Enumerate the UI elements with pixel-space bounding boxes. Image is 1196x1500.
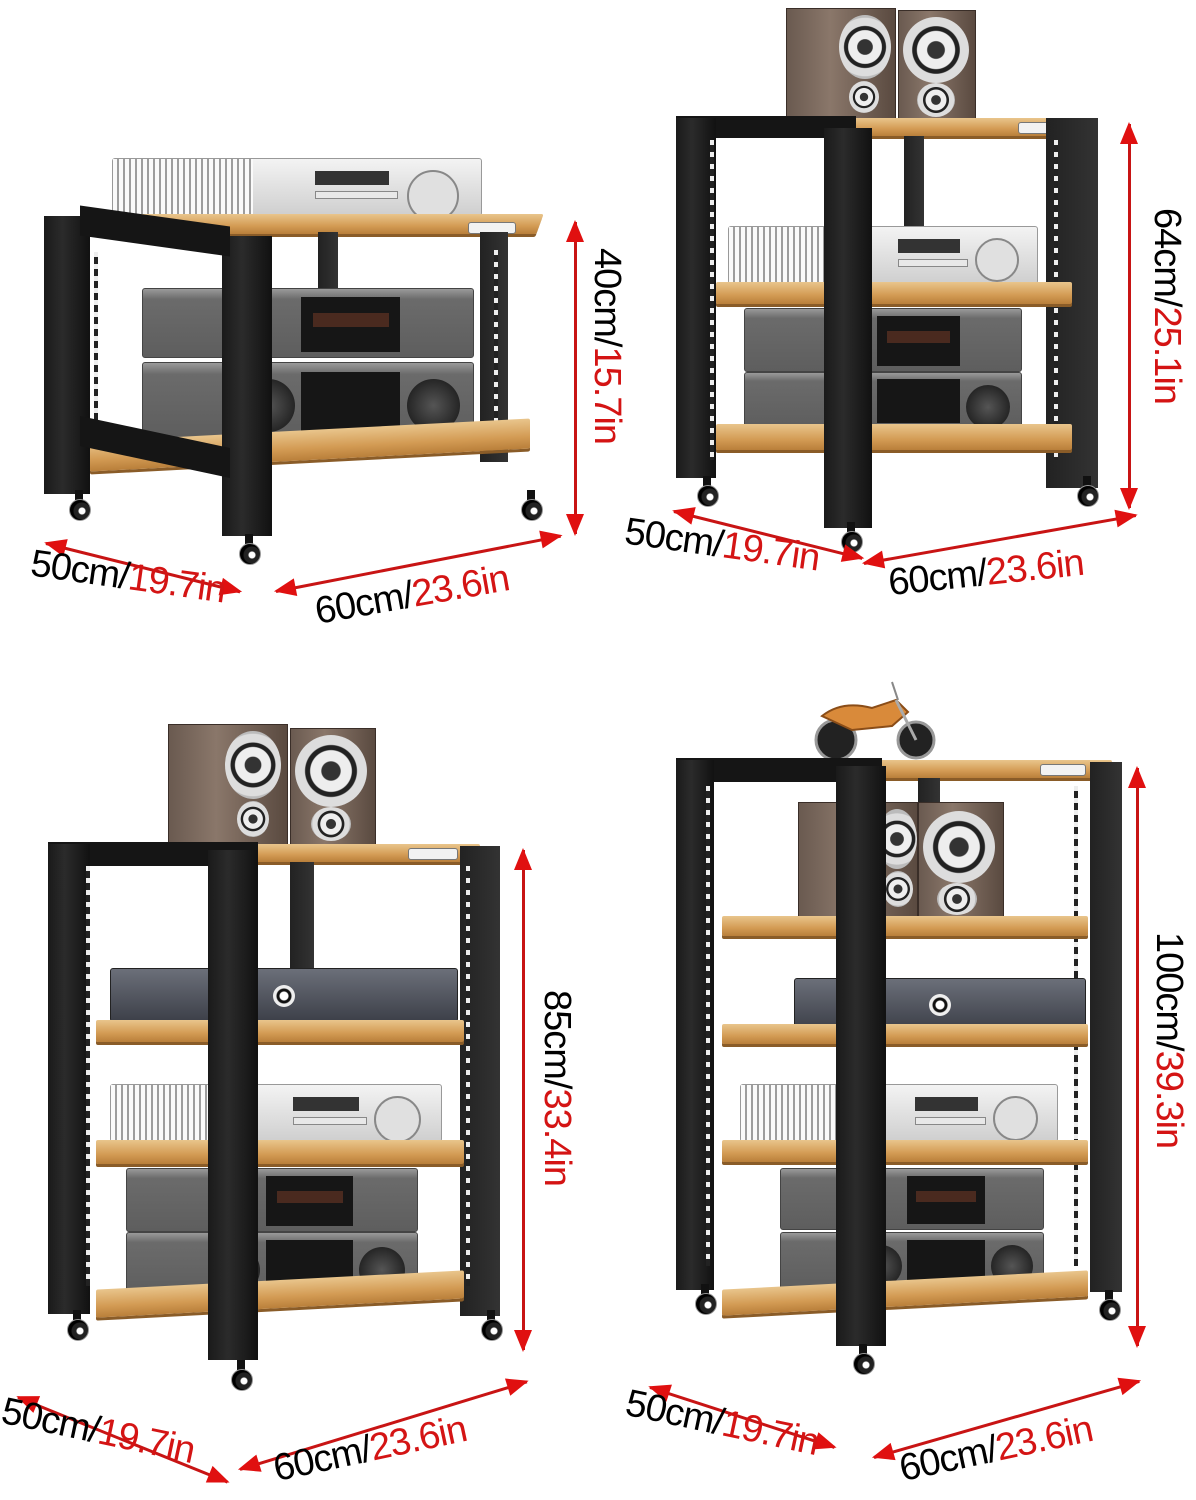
caster-wheel [1096,1290,1122,1321]
caster-wheel [236,534,262,565]
middle-shelf [716,282,1072,304]
caster-wheel [66,490,92,521]
caster-wheel [692,1284,718,1315]
shelf-4 [722,1140,1088,1162]
caster-wheel [694,476,720,507]
cd-player [728,226,1038,284]
caster-wheel [518,490,544,521]
brand-plate [1040,764,1086,776]
front-left-post [48,844,90,1314]
cd-player [740,1084,1058,1142]
width-label: 60cm/23.6in [311,557,513,633]
caster-wheel [850,1344,876,1375]
width-label: 60cm/23.6in [269,1408,471,1490]
amplifier-upper [780,1168,1044,1230]
front-right-post [836,766,886,1346]
speaker-left [786,8,896,122]
height-arrow [1120,122,1138,510]
brand-plate [408,848,458,860]
amplifier-upper [744,308,1022,372]
rack-variant-4-tier: 85cm/33.4in 50cm/19.7in 60cm/23.6in [0,650,598,1500]
shelf-2 [96,1020,464,1042]
speaker-left [168,724,288,846]
shelf-3 [96,1140,464,1164]
cd-player [110,1084,442,1144]
height-label: 64cm/25.1in [1146,208,1188,405]
speaker-right [290,728,376,846]
tuner [110,968,458,1022]
speaker-right [898,10,976,122]
front-right-post [222,236,272,536]
front-left-post [676,118,716,478]
depth-label: 50cm/19.7in [28,542,229,612]
front-left-post [44,216,90,494]
cd-player [112,158,482,223]
back-left-post [290,862,314,972]
speaker-right [918,802,1004,920]
caster-wheel [478,1310,504,1341]
back-left-post [904,136,924,226]
width-label: 60cm/23.6in [886,541,1086,605]
rack-variant-2-tier: 40cm/15.7in 50cm/19.7in 60cm/23.6in [0,0,628,650]
height-arrow [566,220,584,536]
back-right-post [1090,762,1122,1292]
back-left-post [318,232,338,292]
caster-wheel [64,1310,90,1341]
amplifier-upper [142,288,474,358]
height-label: 100cm/39.3in [1148,932,1190,1149]
shelf-3 [722,1024,1088,1044]
caster-wheel [1074,476,1100,507]
height-arrow [514,848,532,1352]
height-arrow [1128,766,1146,1348]
amplifier-upper [126,1168,418,1232]
amplifier-lower [744,372,1022,430]
front-right-post [824,128,872,528]
depth-label: 50cm/19.7in [0,1390,199,1472]
rack-variant-5-tier: 100cm/39.3in 50cm/19.7in 60cm/23.6in [598,650,1196,1500]
top-shelf [848,118,1074,136]
rack-variant-3-tier: 64cm/25.1in 50cm/19.7in 60cm/23.6in [598,0,1196,650]
front-right-post [208,850,258,1360]
caster-wheel [228,1360,254,1391]
shelf-2 [722,916,1088,936]
bottom-shelf [716,424,1072,450]
height-label: 85cm/33.4in [536,990,578,1187]
depth-label: 50cm/19.7in [621,1382,823,1464]
motorcycle-model-icon [814,681,936,762]
